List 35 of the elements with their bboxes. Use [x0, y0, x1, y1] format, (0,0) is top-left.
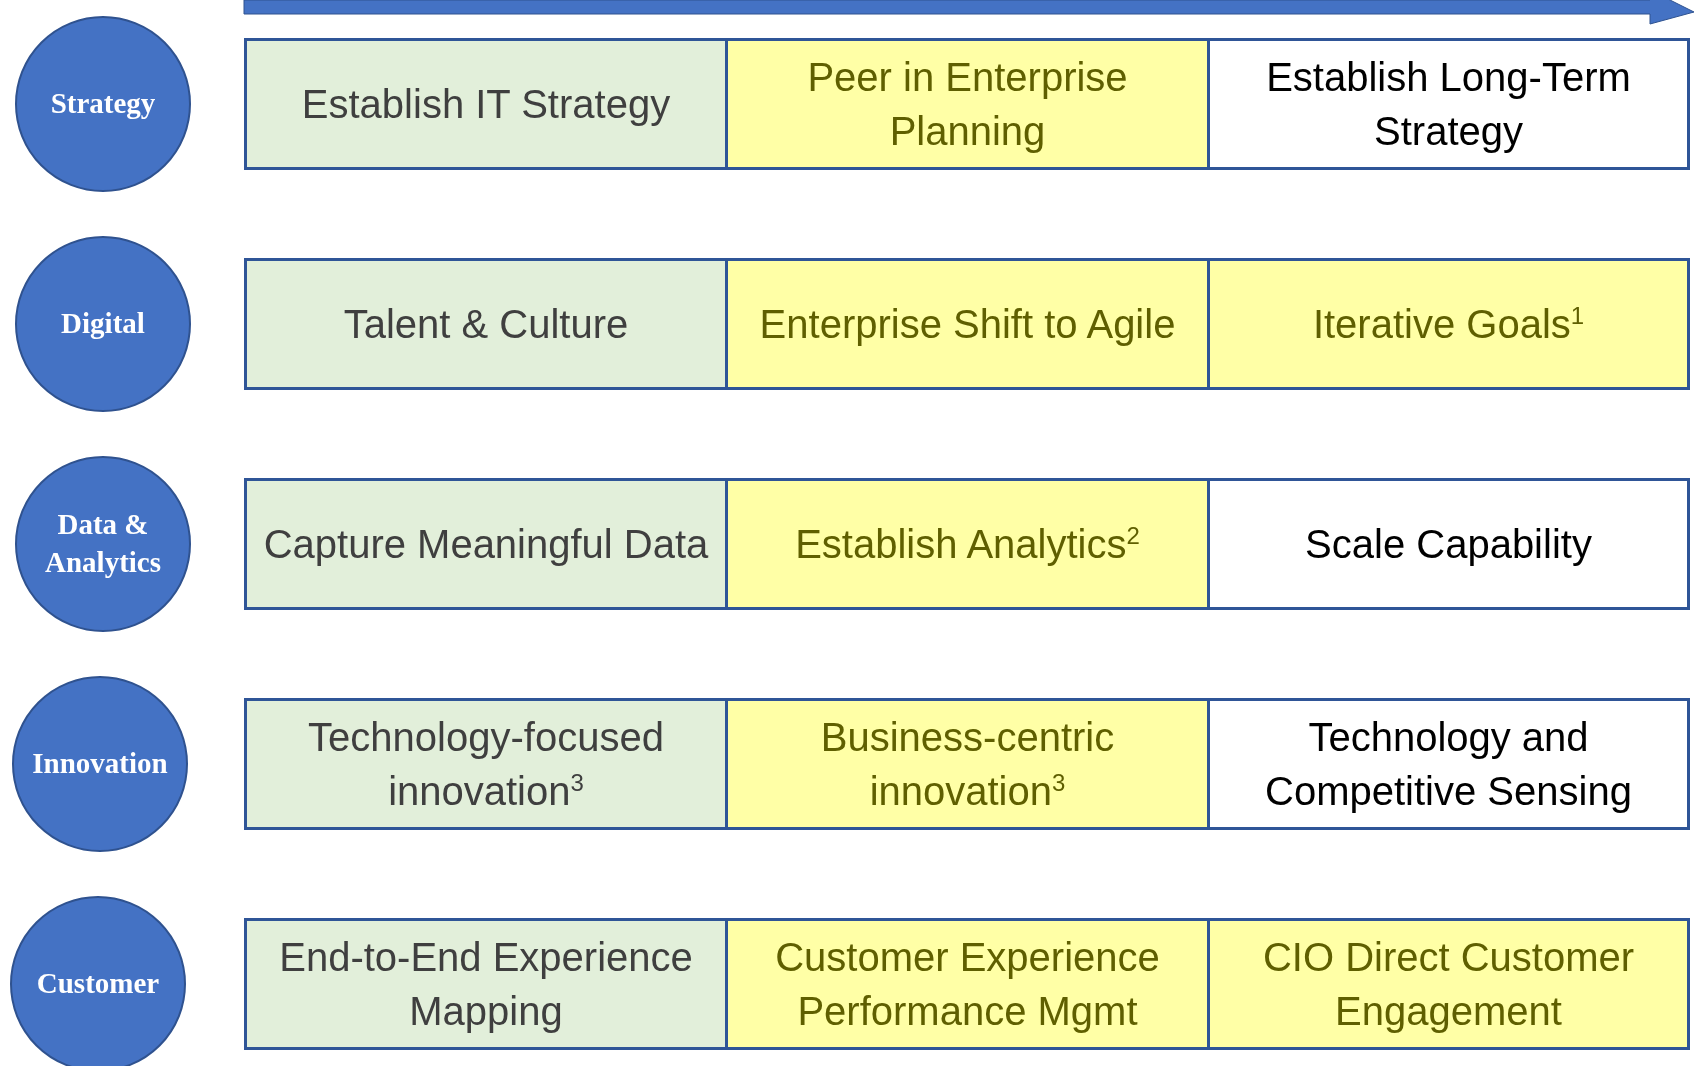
stage-cell	[1207, 258, 1690, 390]
stage-text: Establish Long-Term Strategy	[1265, 54, 1632, 155]
stage-cell	[244, 918, 728, 1050]
stage-text: Technology and Competitive Sensing	[1264, 714, 1633, 815]
stage-text: Business-centric innovation$^{3}$	[819, 714, 1116, 815]
stage-text: Peer in Enterprise Planning	[806, 54, 1129, 155]
stage-text: Establish IT Strategy	[301, 81, 671, 128]
stage-text: End-to-End Experience Mapping	[278, 934, 694, 1035]
stage-text: Capture Meaningful Data	[263, 521, 709, 568]
stage-cell	[1207, 918, 1690, 1050]
category-label: Digital	[61, 306, 145, 342]
stage-cell	[725, 698, 1210, 830]
stage-text: Enterprise Shift to Agile	[759, 301, 1176, 348]
stage-cell	[244, 38, 728, 170]
category-label: Data & Analytics	[44, 507, 162, 580]
stage-cell	[1207, 38, 1690, 170]
stage-text: CIO Direct Customer Engagement	[1261, 934, 1636, 1035]
stage-text: Scale Capability	[1305, 521, 1592, 568]
stage-text: Technology-focused innovation$^{3}$	[307, 714, 665, 815]
stage-text: Iterative Goals$^{1}$	[1312, 300, 1585, 348]
stage-cell	[1207, 478, 1690, 610]
stage-cell	[1207, 698, 1690, 830]
stage-text: Establish Analytics$^{2}$	[795, 520, 1140, 568]
stage-cell	[244, 478, 728, 610]
category-label: Customer	[36, 966, 160, 1002]
stage-cell	[725, 38, 1210, 170]
stage-text: Talent & Culture	[343, 301, 629, 348]
stage-cell	[725, 258, 1210, 390]
stage-cell	[244, 258, 728, 390]
category-label: Innovation	[32, 746, 168, 782]
category-label: Strategy	[50, 86, 156, 122]
stage-cell	[725, 478, 1210, 610]
stage-text: Customer Experience Performance Mgmt	[774, 934, 1161, 1035]
stage-cell	[244, 698, 728, 830]
stage-cell	[725, 918, 1210, 1050]
